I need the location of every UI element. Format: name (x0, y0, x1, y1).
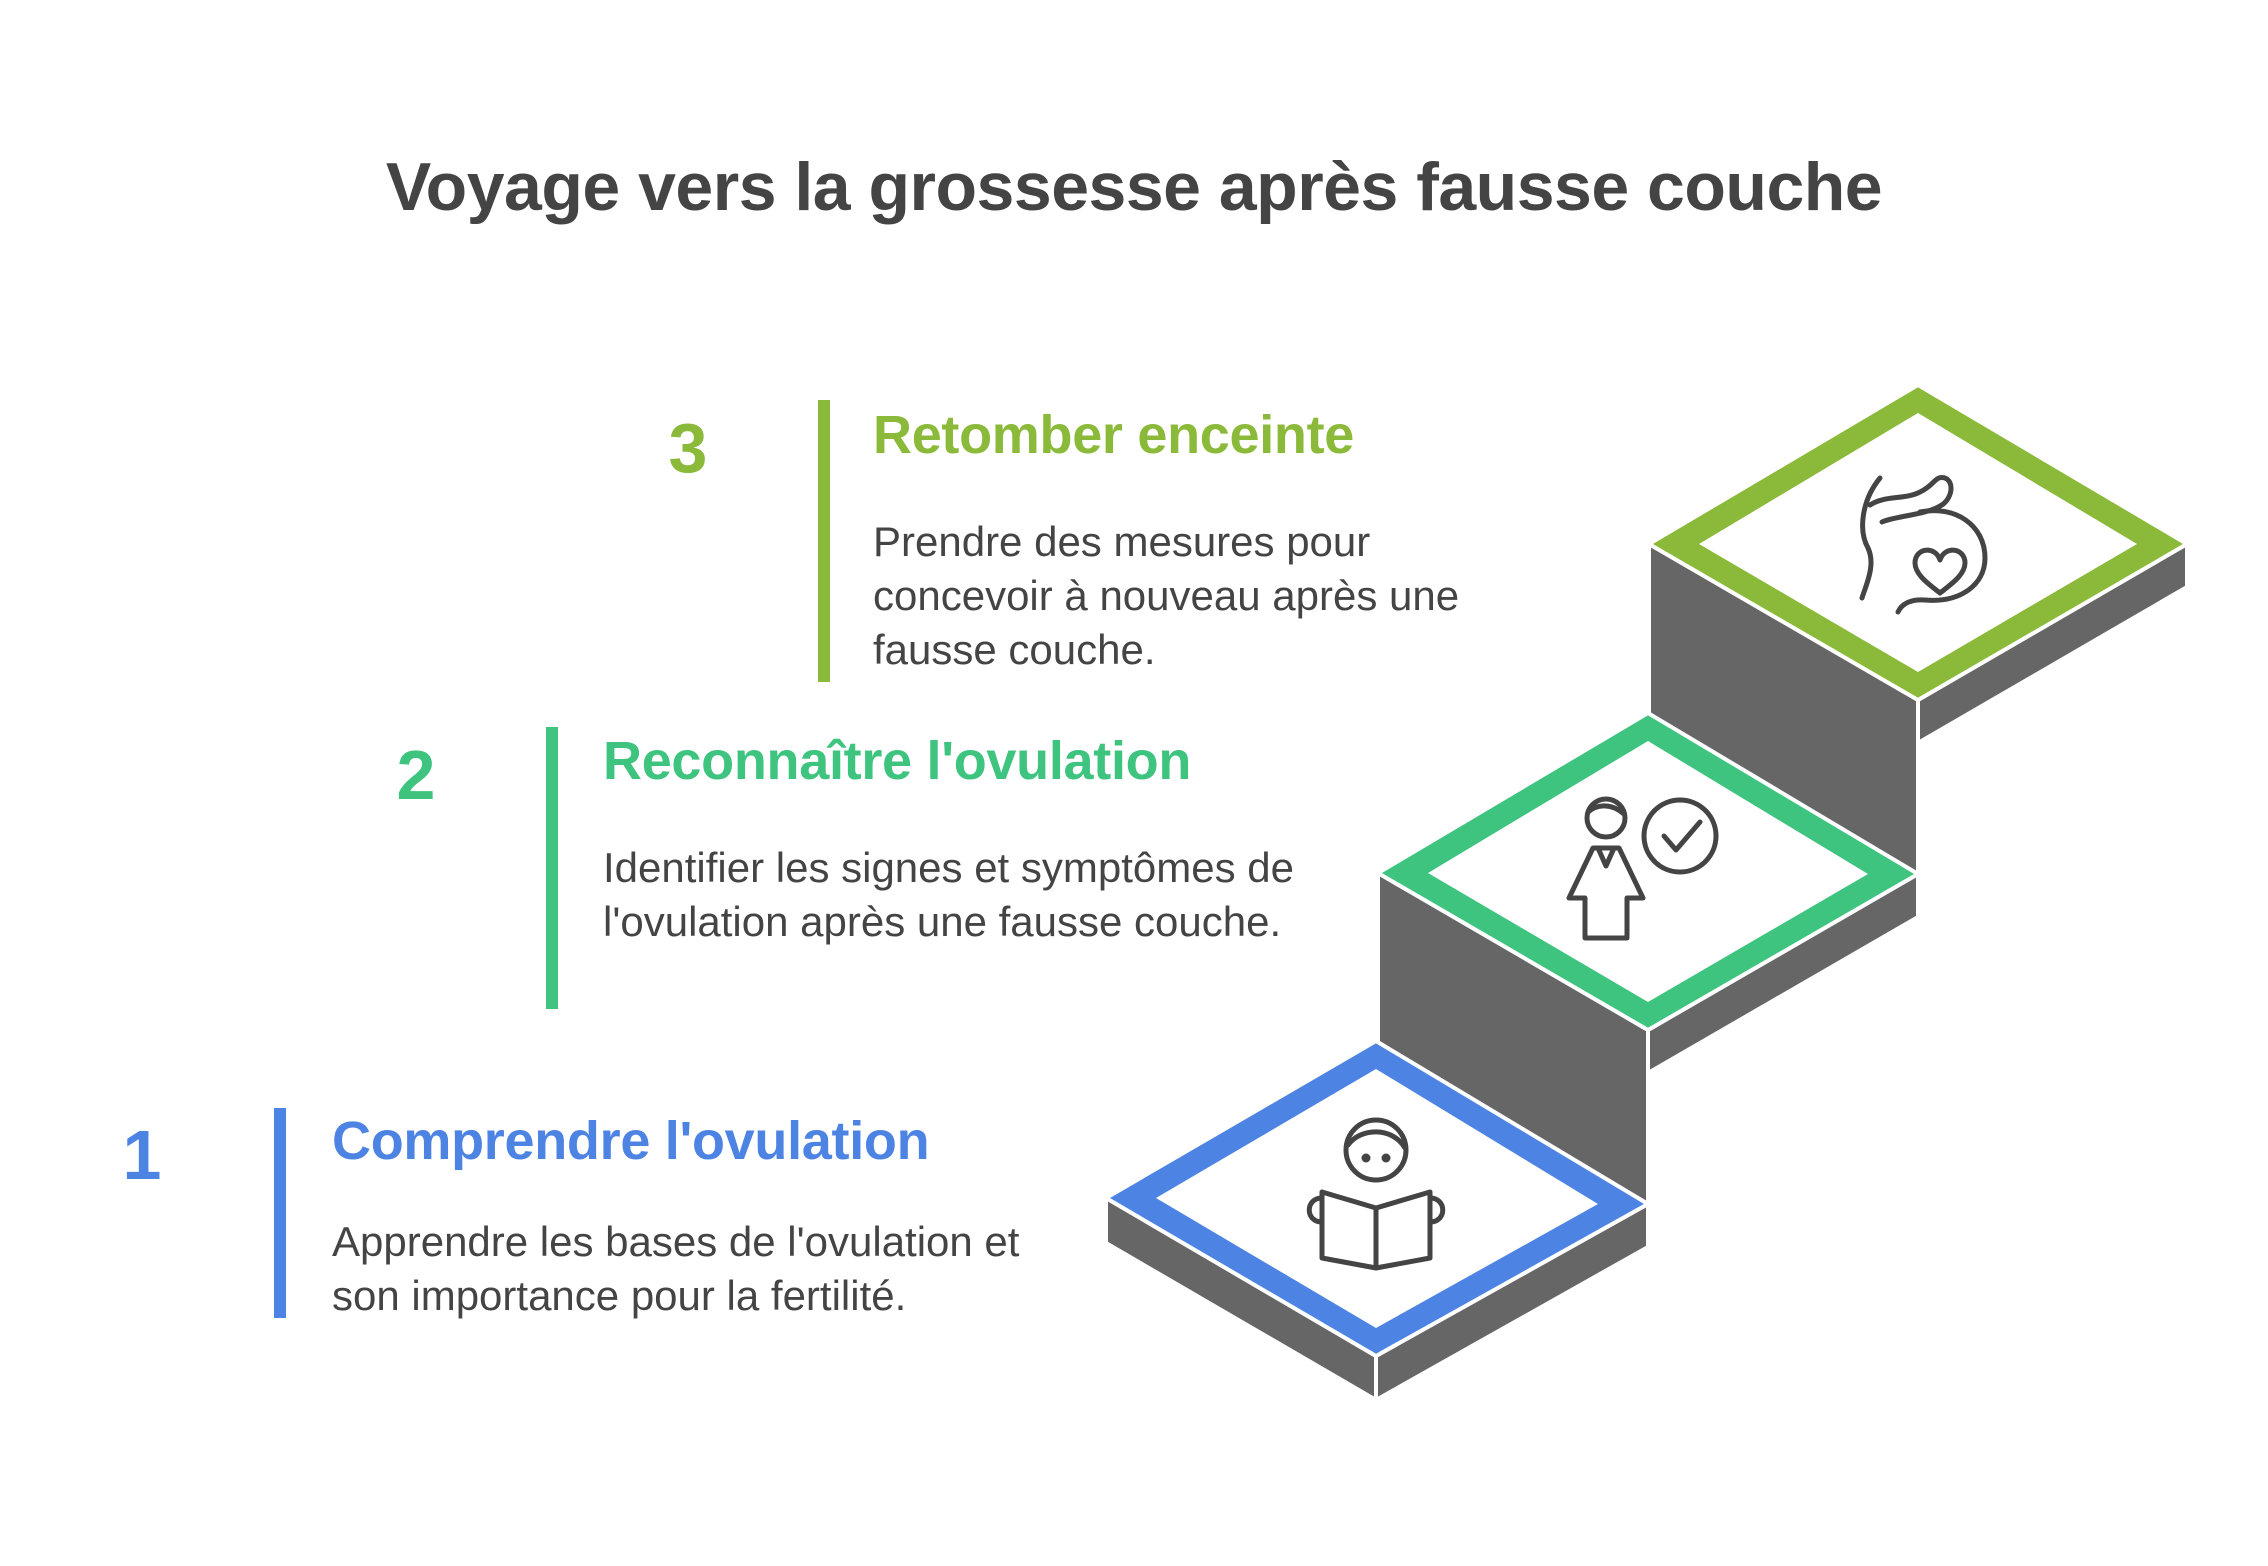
step-2-number: 2 (396, 736, 436, 814)
step-1-description: Apprendre les bases de l'ovulation et so… (332, 1218, 1020, 1319)
step-1-number: 1 (122, 1116, 162, 1194)
step-3-tile-inner (1699, 413, 2137, 672)
page-title: Voyage vers la grossesse après fausse co… (385, 149, 1883, 225)
step-2-description: Identifier les signes et symptômes de l'… (603, 844, 1294, 945)
step-2-title: Reconnaître l'ovulation (603, 731, 1192, 791)
reading-book-icon (1306, 1117, 1446, 1271)
step-1-bar (274, 1108, 286, 1318)
step-2-bar (546, 727, 558, 1009)
step-1-title: Comprendre l'ovulation (332, 1111, 930, 1171)
step-1-tile-inner (1156, 1069, 1598, 1328)
pregnancy-heart-icon (1859, 474, 1988, 615)
woman-checkmark-icon (1566, 796, 1719, 941)
step-3-description: Prendre des mesures pour concevoir à nou… (873, 518, 1460, 673)
step-3-bar (818, 400, 830, 682)
step-3-title: Retomber enceinte (873, 405, 1355, 465)
step-2-tile-inner (1428, 741, 1868, 1002)
step-3-number: 3 (668, 409, 708, 487)
